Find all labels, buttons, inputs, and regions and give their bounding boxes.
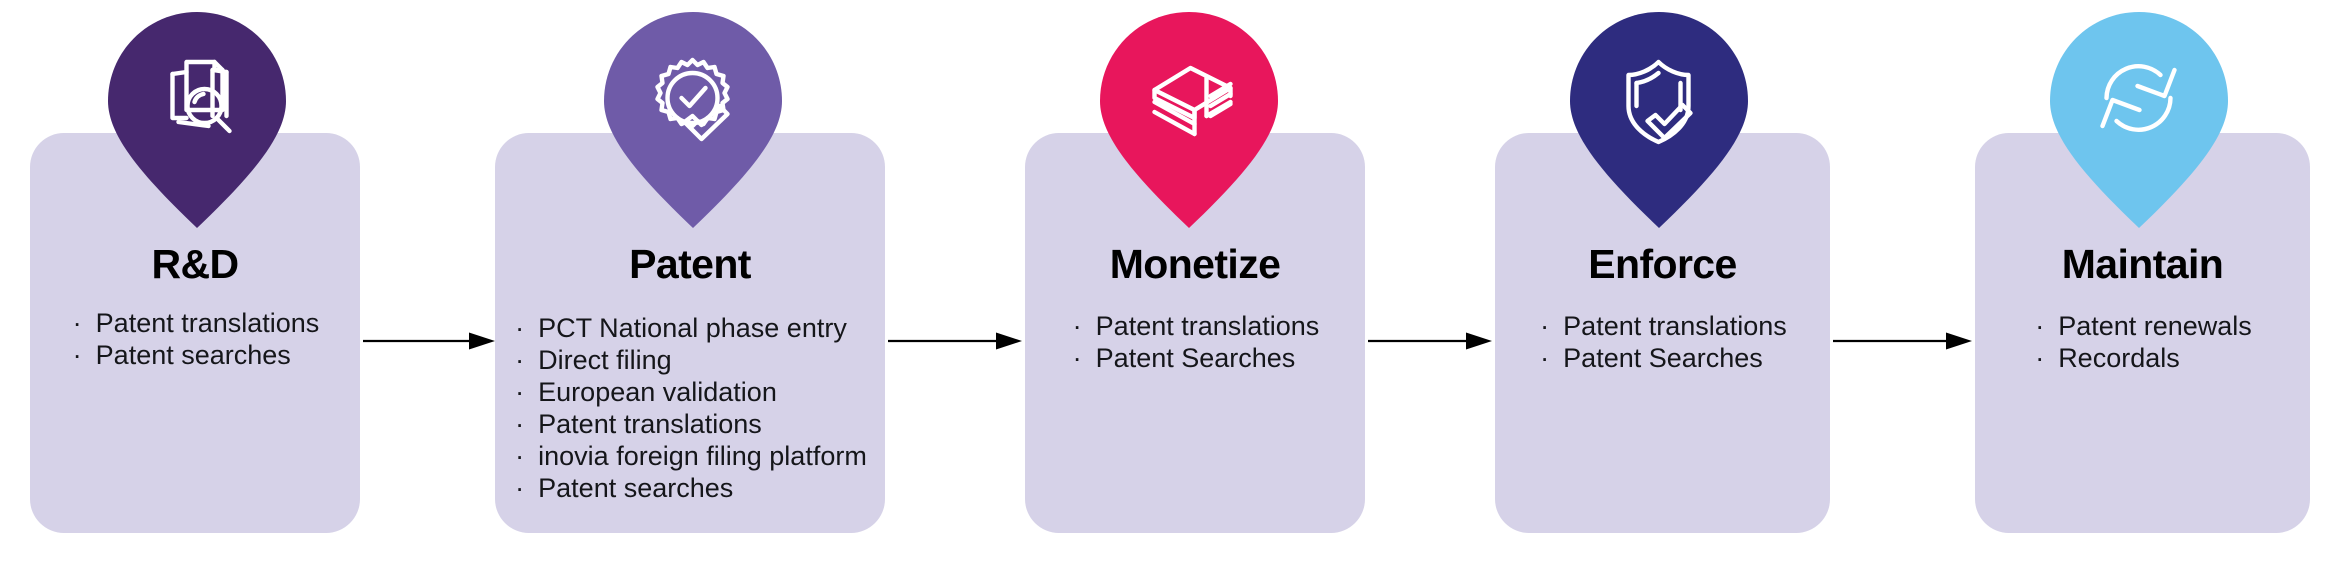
stage-card-maintain[interactable]: Maintain · Patent renewals · Recordals <box>1975 133 2310 533</box>
list-item[interactable]: · Patent translations <box>513 408 867 440</box>
list-item-label: Patent translations <box>538 409 762 439</box>
stage-title: Enforce <box>1588 241 1737 287</box>
bullet-icon: · <box>1072 343 1082 373</box>
stage-card-content: Monetize · Patent translations · Patent Sear… <box>1025 133 1365 533</box>
bullet-icon: · <box>515 441 525 471</box>
stage-title: Monetize <box>1109 241 1281 287</box>
list-item-label: Patent translations <box>95 308 320 338</box>
stage-card-content: Enforce · Patent translations · Patent Searc… <box>1495 133 1830 533</box>
list-item[interactable]: · PCT National phase entry <box>513 312 867 344</box>
list-item-label: European validation <box>538 377 777 407</box>
stage-card-content: Maintain · Patent renewals · Recordals <box>1975 133 2310 533</box>
list-item[interactable]: · Patent Searches <box>1071 342 1320 374</box>
bullet-icon: · <box>1072 311 1082 341</box>
stage-service-list: · Patent translations · Patent searches <box>71 307 320 371</box>
connector-enforce-to-maintain <box>1833 331 1972 351</box>
list-item[interactable]: · Patent Searches <box>1538 342 1787 374</box>
list-item[interactable]: · Patent renewals <box>2033 310 2252 342</box>
stage-service-list: · Patent translations · Patent Searches <box>1538 310 1787 374</box>
list-item[interactable]: · Patent translations <box>1538 310 1787 342</box>
list-item[interactable]: · Patent searches <box>71 339 320 371</box>
list-item-label: Patent translations <box>1095 311 1320 341</box>
stage-card-monetize[interactable]: Monetize · Patent translations · Patent Sear… <box>1025 133 1365 533</box>
list-item-label: Recordals <box>2058 343 2180 373</box>
stage-card-content: R&D · Patent translations · Patent searches <box>30 133 360 533</box>
stage-card-content: Patent · PCT National phase entry · Direct f… <box>495 133 885 533</box>
list-item[interactable]: · European validation <box>513 376 867 408</box>
bullet-icon: · <box>515 409 525 439</box>
connector-monetize-to-enforce <box>1368 331 1492 351</box>
list-item[interactable]: · Patent translations <box>1071 310 1320 342</box>
list-item[interactable]: · Recordals <box>2033 342 2252 374</box>
stage-title: R&D <box>151 241 239 287</box>
list-item-label: Patent searches <box>538 473 734 503</box>
list-item[interactable]: · Direct filing <box>513 344 867 376</box>
bullet-icon: · <box>2035 311 2045 341</box>
stage-service-list: ·PCT National phase entry·Direct filing·… <box>513 312 867 504</box>
bullet-icon: · <box>72 308 82 338</box>
stage-card-rd[interactable]: R&D · Patent translations · Patent searches <box>30 133 360 533</box>
bullet-icon: · <box>1540 311 1550 341</box>
list-item-label: Patent translations <box>1563 311 1787 341</box>
bullet-icon: · <box>515 345 525 375</box>
stage-title: Patent <box>629 241 751 287</box>
list-item-label: Direct filing <box>538 345 672 375</box>
list-item-label: Patent renewals <box>2058 311 2252 341</box>
stage-card-enforce[interactable]: Enforce · Patent translations · Patent Searc… <box>1495 133 1830 533</box>
list-item-label: Patent Searches <box>1563 343 1763 373</box>
list-item[interactable]: · Patent translations <box>71 307 320 339</box>
list-item[interactable]: · inovia foreign filing platform <box>513 440 867 472</box>
list-item[interactable]: · Patent searches <box>513 472 867 504</box>
list-item-label: inovia foreign filing platform <box>538 441 867 471</box>
bullet-icon: · <box>1540 343 1550 373</box>
stage-service-list: · Patent renewals · Recordals <box>2033 310 2252 374</box>
stage-service-list: · Patent translations · Patent Searches <box>1071 310 1320 374</box>
connector-patent-to-monetize <box>888 331 1022 351</box>
bullet-icon: · <box>72 340 82 370</box>
bullet-icon: · <box>515 377 525 407</box>
list-item-label: PCT National phase entry <box>538 313 847 343</box>
bullet-icon: · <box>515 313 525 343</box>
list-item-label: Patent searches <box>95 340 291 370</box>
list-item-label: Patent Searches <box>1095 343 1296 373</box>
stage-card-patent[interactable]: Patent · PCT National phase entry · Direct f… <box>495 133 885 533</box>
bullet-icon: · <box>2035 343 2045 373</box>
bullet-icon: · <box>515 473 525 503</box>
connector-rd-to-patent <box>363 331 495 351</box>
stage-title: Maintain <box>2061 241 2224 287</box>
